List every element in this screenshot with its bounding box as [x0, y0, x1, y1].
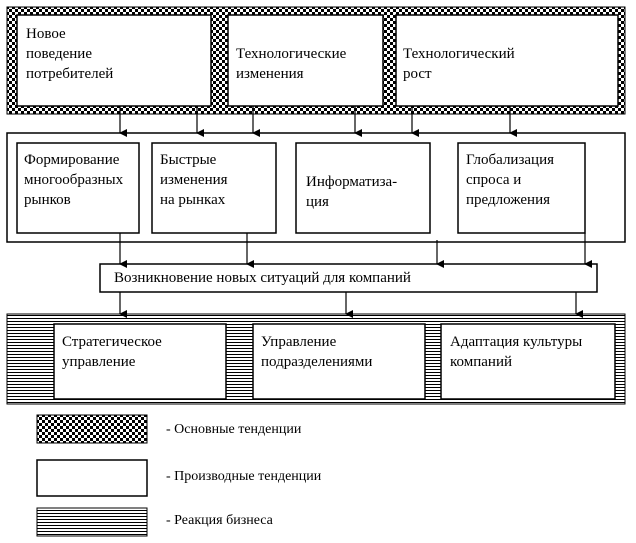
box-culture-adaptation [440, 323, 616, 400]
legend-label-business-reaction: - Реакция бизнеса [166, 513, 273, 528]
box-informatization [295, 142, 431, 234]
label-globalization: Глобализация спроса и предложения [466, 152, 555, 208]
label-culture-adaptation: Адаптация культуры компаний [450, 334, 583, 370]
box-rapid-market-changes [151, 142, 277, 234]
label-diverse-markets: Формирование многообразных рынков [24, 152, 124, 208]
box-technological-changes [227, 14, 384, 107]
box-new-situations [99, 263, 598, 293]
legend-label-derived-trends: - Производные тенденции [166, 469, 322, 484]
label-technological-growth: Технологический рост [403, 46, 515, 82]
label-strategic-management: Стратегическое управление [62, 334, 162, 370]
box-new-consumer-behavior [16, 14, 212, 107]
legend-swatch-plain [36, 459, 148, 497]
label-new-consumer-behavior: Новое поведение потребителей [26, 26, 114, 82]
legend-swatch-striped [36, 507, 148, 537]
label-informatization: Информатиза- ция [306, 174, 398, 210]
box-globalization [457, 142, 586, 234]
label-new-situations: Возникновение новых ситуаций для компани… [114, 270, 411, 286]
box-division-management [252, 323, 426, 400]
legend-label-main-trends: - Основные тенденции [166, 422, 302, 437]
label-technological-changes: Технологические изменения [236, 46, 347, 82]
box-technological-growth [395, 14, 619, 107]
box-strategic-management [53, 323, 227, 400]
box-diverse-markets [16, 142, 140, 234]
label-division-management: Управление подразделениями [261, 334, 373, 370]
label-rapid-market-changes: Быстрые изменения на рынках [160, 152, 228, 208]
legend-swatch-checkered [36, 414, 148, 444]
